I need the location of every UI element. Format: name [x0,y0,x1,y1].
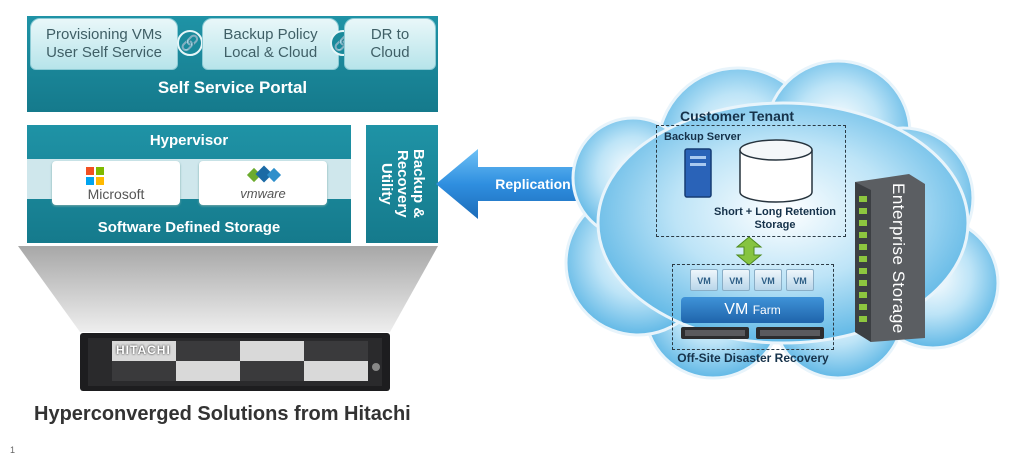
backup-line2: Recovery [394,150,411,218]
pill-backup-policy: Backup Policy Local & Cloud [202,18,339,70]
vm-farm-sub: Farm [752,303,781,317]
bidirectional-arrow-icon [436,149,630,219]
retention-line2: Storage [754,219,796,231]
vm-farm-box [672,264,834,350]
retention-line1: Short + Long Retention [714,206,836,218]
backup-recovery-utility-bar [366,125,438,243]
backup-line1: Backup & [410,149,427,219]
funnel-shadow [18,246,438,332]
server-tower-icon [684,148,712,198]
rack-server-icon: HITACHI [80,333,390,391]
vm-1: VM [690,269,718,291]
pill-dr-to-cloud: DR to Cloud [344,18,436,70]
vm-farm-bar: VM Farm [681,297,824,323]
software-defined-storage-label: Software Defined Storage [97,219,281,236]
farm-servers-icon [681,327,824,339]
enterprise-storage-text: Enterprise Storage [889,182,908,334]
enterprise-storage-label: Enterprise Storage [872,175,924,341]
self-service-portal-label: Self Service Portal [157,78,308,97]
vmware-text: vmware [240,186,286,201]
page-number: 1 [10,445,16,455]
microsoft-card: Microsoft [52,161,180,205]
customer-tenant-label: Customer Tenant [680,108,795,124]
database-cylinder-icon [739,139,813,203]
retention-label: Short + Long Retention Storage [700,206,850,232]
vm-4: VM [786,269,814,291]
pill-backup-line2: Local & Cloud [223,44,318,61]
backup-recovery-utility-label: Backup & Recovery Utility [366,125,438,243]
offsite-dr-label: Off-Site Disaster Recovery [677,351,829,365]
enterprise-storage-icon [855,174,925,342]
microsoft-logo [86,167,104,185]
hypervisor-label: Hypervisor [149,132,229,149]
vmware-logo [246,165,282,184]
link-icon: 🔗 [177,30,203,56]
pill-provisioning-line2: User Self Service [46,44,162,61]
customer-tenant-box [656,125,846,237]
vm-farm-main: VM [724,301,749,318]
vm-3: VM [754,269,782,291]
pill-backup-line1: Backup Policy [223,26,318,43]
vm-2: VM [722,269,750,291]
server-brand-label: HITACHI [116,343,171,357]
sync-arrow-icon [735,236,763,266]
backup-server-label: Backup Server [664,131,742,143]
pill-provisioning-vms: Provisioning VMs User Self Service [30,18,178,70]
pill-provisioning-line1: Provisioning VMs [46,26,162,43]
pill-dr-line2: Cloud [370,44,410,61]
microsoft-text: Microsoft [87,186,145,202]
pill-dr-line1: DR to [370,26,410,43]
replication-label: Replication [495,176,571,192]
caption: Hyperconverged Solutions from Hitachi [34,403,411,425]
vmware-card: vmware [199,161,327,205]
backup-line3: Utility [378,163,395,205]
